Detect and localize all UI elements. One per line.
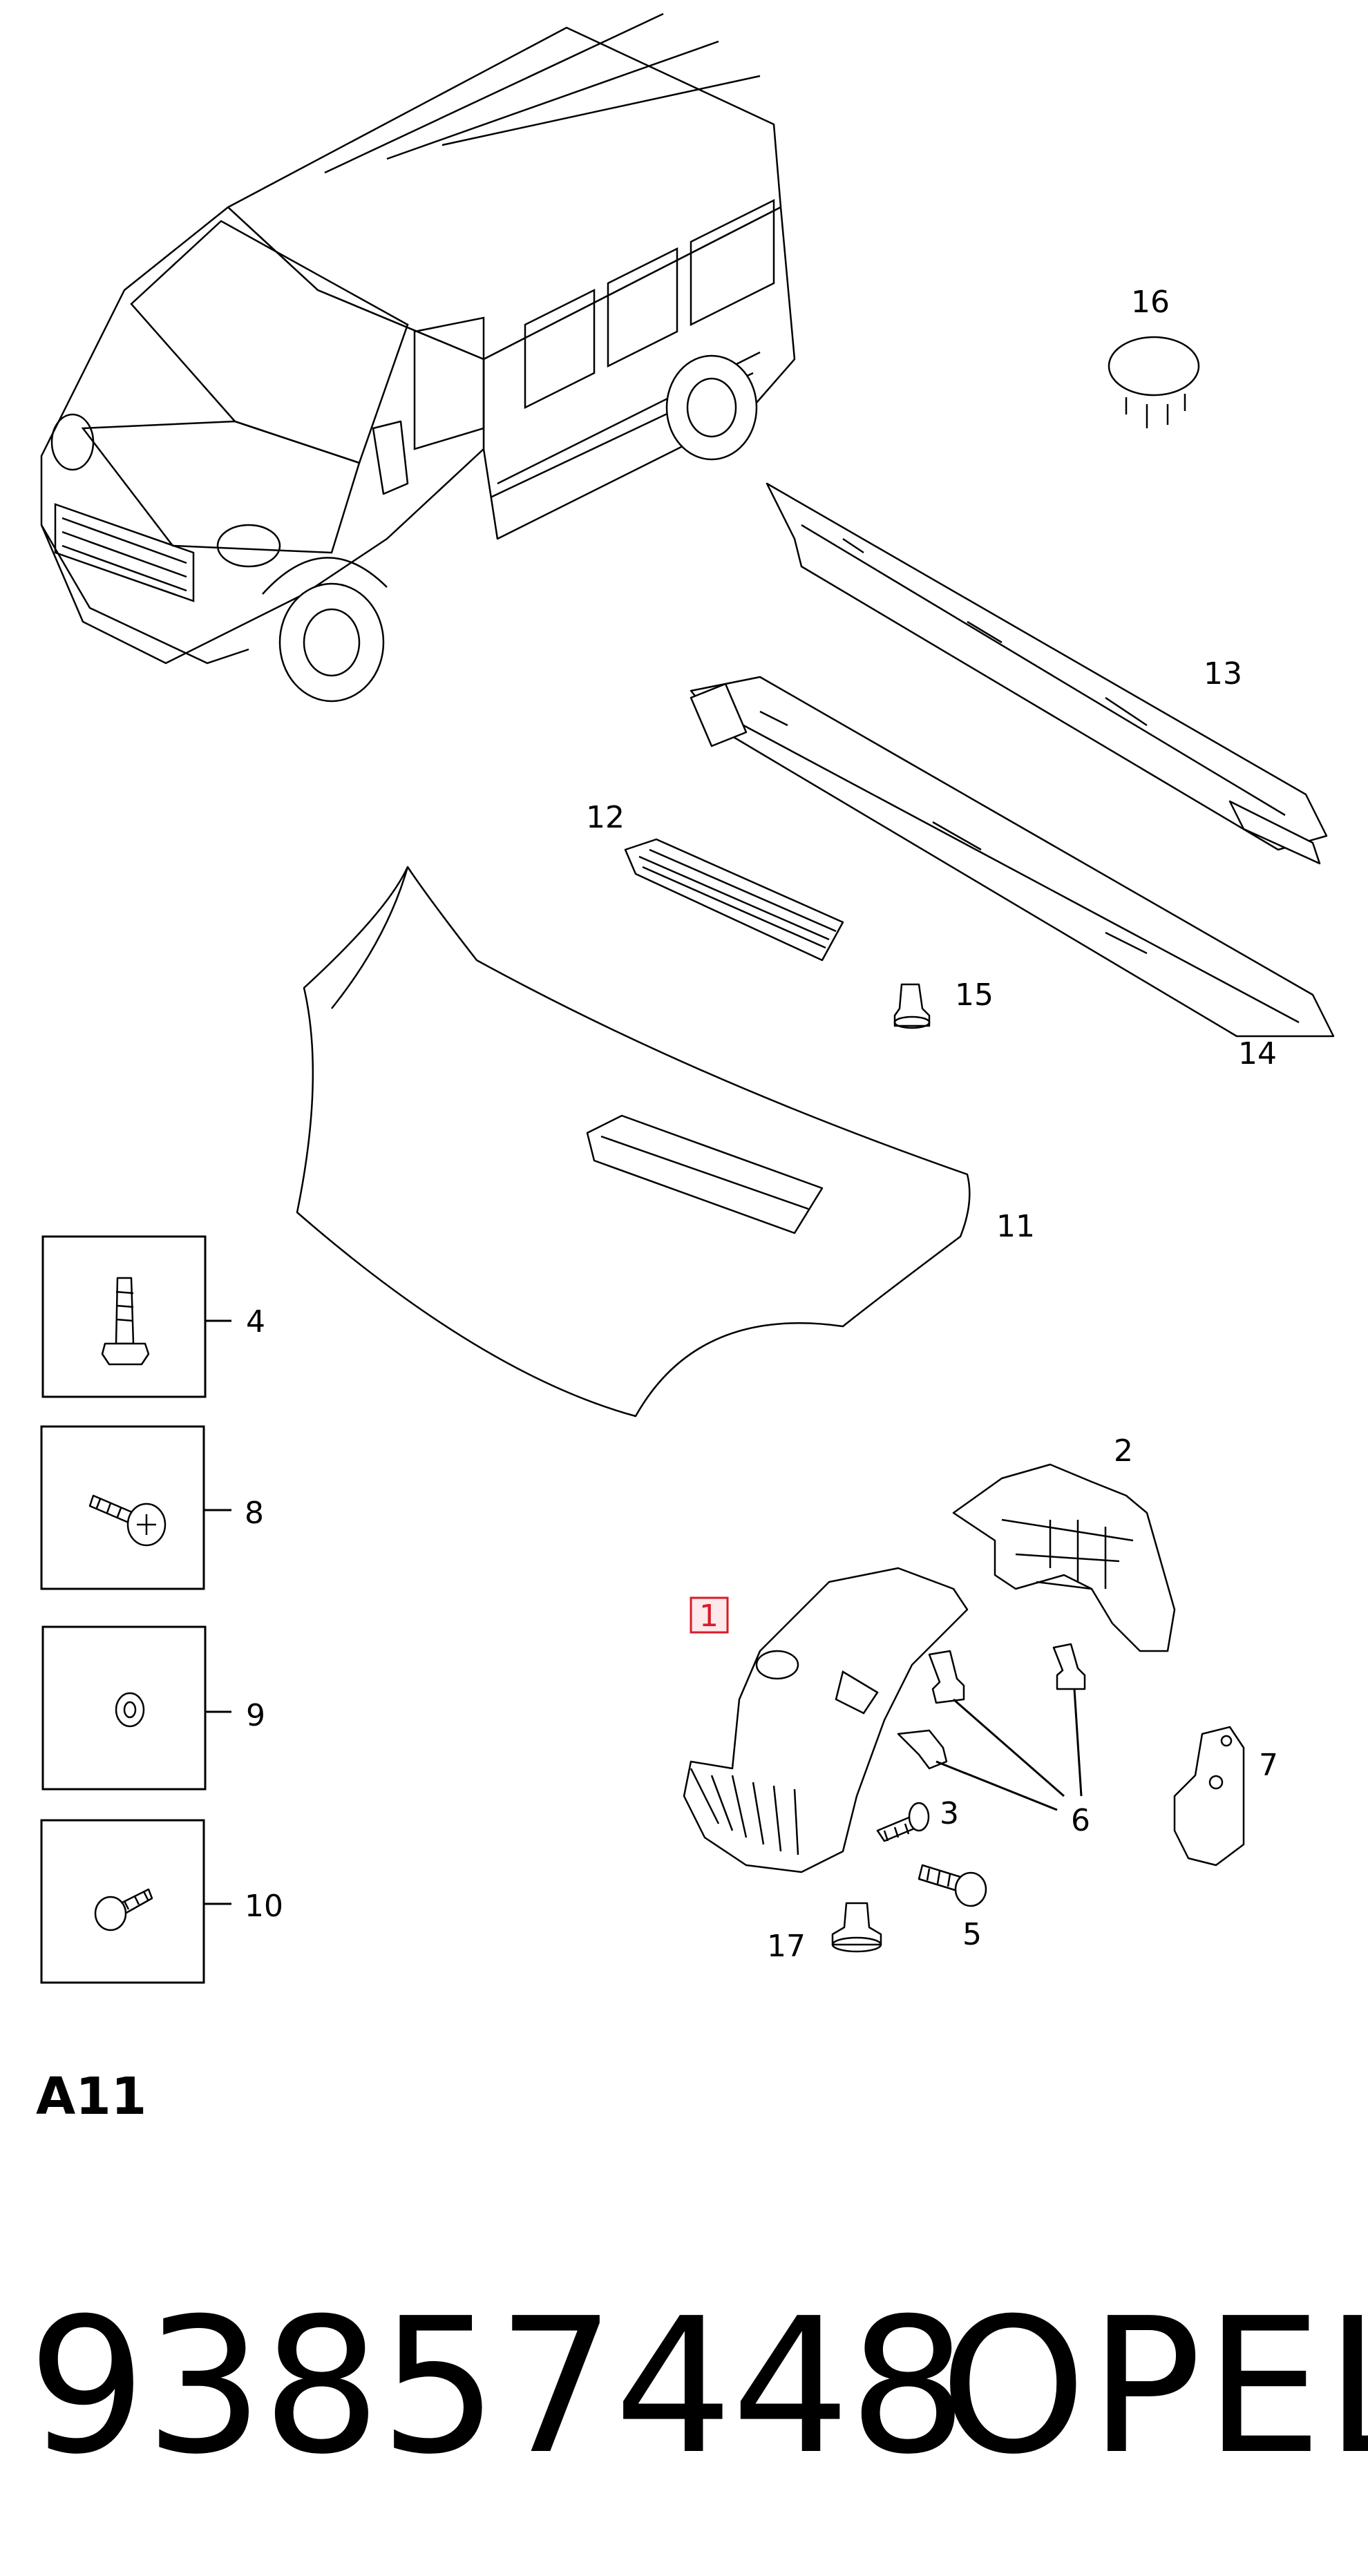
van-illustration [40, 12, 796, 703]
callout-9[interactable]: 9 [246, 1698, 265, 1733]
callout-17[interactable]: 17 [767, 1929, 806, 1964]
part-17-clip [831, 1902, 882, 1953]
callout-12[interactable]: 12 [586, 800, 625, 835]
callout-4[interactable]: 4 [246, 1304, 265, 1339]
detail-box-10 [40, 1819, 231, 1984]
callout-2[interactable]: 2 [1114, 1433, 1133, 1469]
part-2-wheel-arch-liner [952, 1463, 1176, 1652]
detail-box-9 [41, 1625, 231, 1791]
callout-1[interactable]: 1 [699, 1599, 719, 1634]
callout-16[interactable]: 16 [1131, 285, 1170, 320]
part-number: 93857448 [28, 2278, 967, 2495]
callout-8[interactable]: 8 [245, 1496, 264, 1531]
callout-6[interactable]: 6 [1071, 1803, 1090, 1838]
callout-5[interactable]: 5 [962, 1917, 982, 1952]
part-14-rail [690, 676, 1335, 1038]
part-1-wheel-arch-liner [683, 1567, 969, 1873]
part-6-clips [897, 1643, 1086, 1811]
detail-box-4 [41, 1235, 231, 1398]
callout-11[interactable]: 11 [996, 1209, 1035, 1244]
callout-7[interactable]: 7 [1259, 1748, 1278, 1783]
part-3-screw [876, 1802, 930, 1842]
brand-name: OPEL [940, 2278, 1368, 2495]
callout-15[interactable]: 15 [955, 977, 994, 1013]
detail-box-8 [40, 1425, 231, 1590]
part-12-vent-grille [624, 838, 844, 962]
part-13-rail [766, 482, 1328, 865]
callout-1-highlight [690, 1596, 729, 1634]
part-11-hood [296, 866, 971, 1418]
callout-10[interactable]: 10 [245, 1889, 283, 1924]
part-5-screw [918, 1864, 987, 1907]
callout-3[interactable]: 3 [940, 1796, 959, 1831]
part-7-bracket [1173, 1726, 1245, 1867]
part-15-clip [893, 983, 931, 1029]
section-code: A11 [36, 2067, 147, 2126]
part-16-cap [1108, 336, 1200, 428]
callout-13[interactable]: 13 [1204, 656, 1242, 691]
callout-14[interactable]: 14 [1238, 1036, 1277, 1071]
